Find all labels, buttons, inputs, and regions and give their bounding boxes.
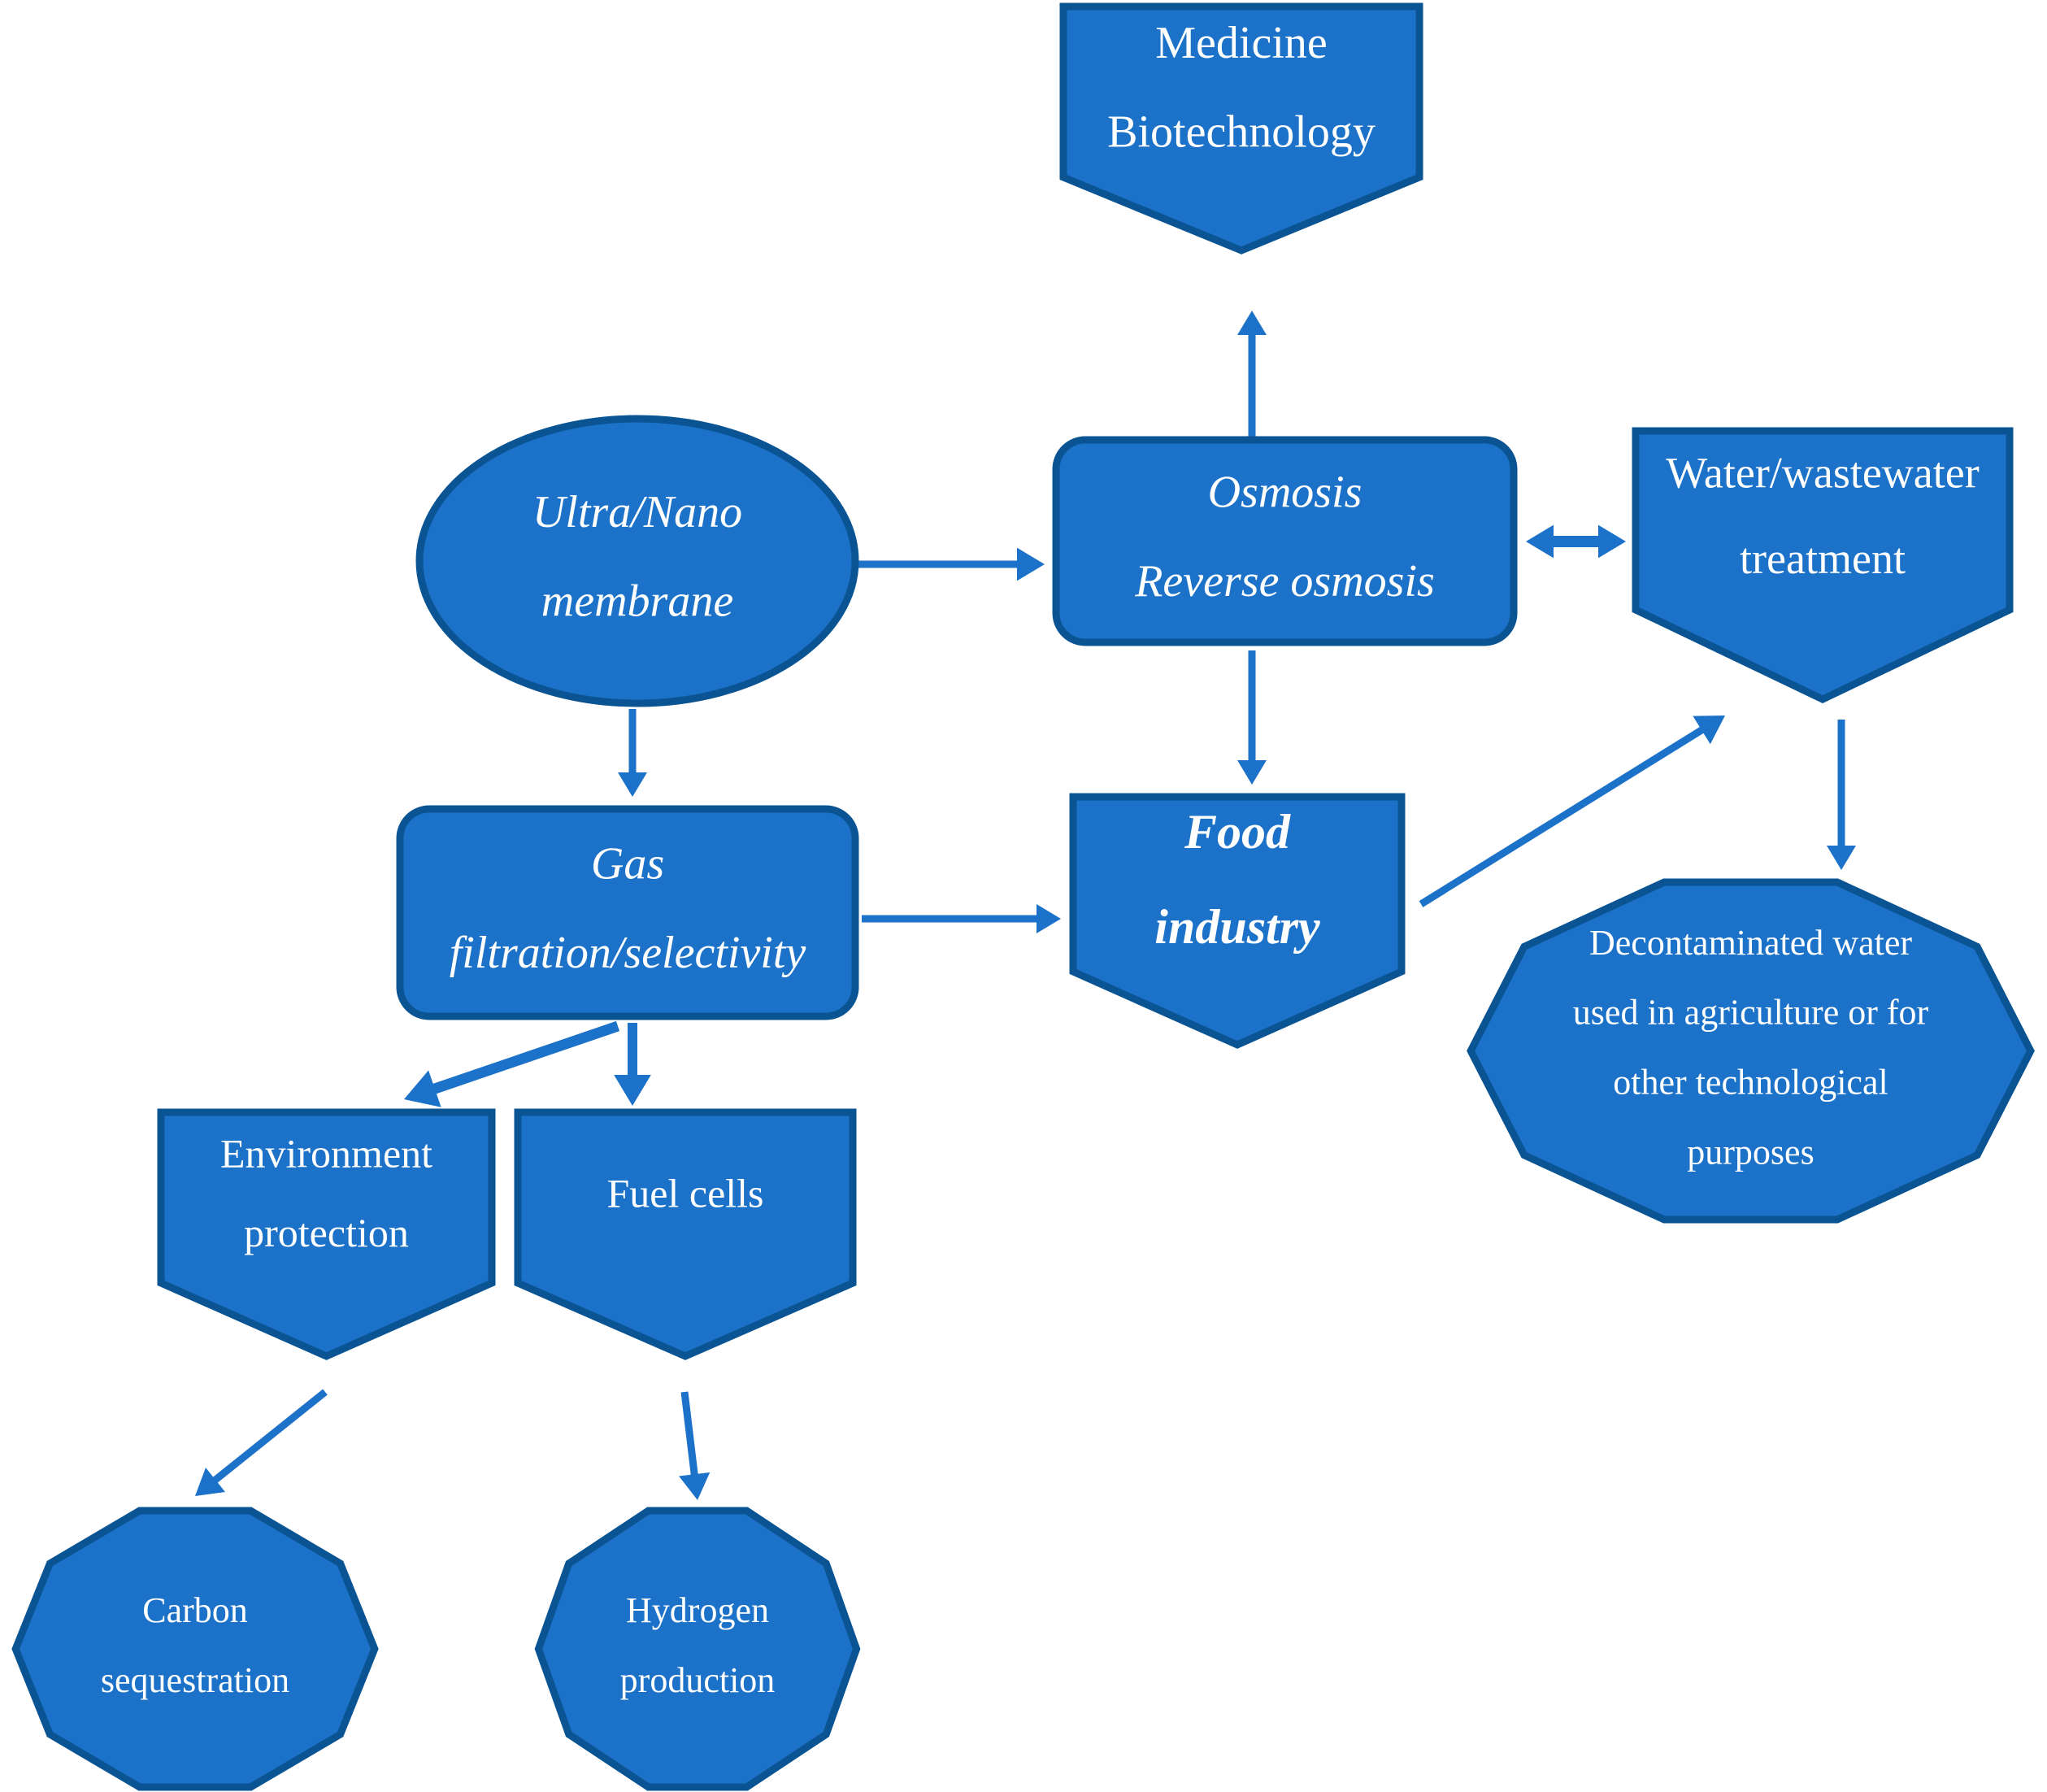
node-gas-filtration-selectivity[interactable]: Gas filtration/selectivity <box>396 805 859 1020</box>
edge-membrane-to-gas <box>618 709 647 797</box>
node-shape-pentagon-down <box>1069 793 1406 1049</box>
node-decontaminated-water[interactable]: Decontaminated water used in agriculture … <box>1467 878 2035 1224</box>
node-label-line: Ultra/Nano <box>532 487 742 537</box>
arrowhead-icon <box>1037 904 1061 933</box>
node-shape-pentagon-down <box>514 1108 857 1360</box>
edge-line <box>1419 725 1706 907</box>
edge-osmosis-to-medicine <box>1237 311 1267 440</box>
arrowhead-icon <box>404 1070 441 1107</box>
edges-layer <box>195 311 1856 1500</box>
node-label-line: Carbon <box>142 1590 248 1630</box>
node-label-line: Food <box>1184 805 1291 859</box>
edge-food-to-water-treatment <box>1419 715 1725 907</box>
node-shape-pentagon-down <box>157 1108 496 1360</box>
arrowhead-icon <box>679 1472 711 1500</box>
node-label-line: Water/wastewater <box>1666 449 1979 498</box>
edge-osmosis-to-food <box>1237 650 1267 785</box>
node-label-line: Medicine <box>1155 18 1327 68</box>
node-shape-rounded-rect <box>396 805 859 1020</box>
arrowhead-icon <box>618 772 647 797</box>
node-shape-decagon <box>11 1507 379 1791</box>
node-water-wastewater-treatment[interactable]: Water/wastewater treatment <box>1632 427 2014 703</box>
edge-line <box>680 1391 698 1477</box>
arrowhead-icon <box>1598 524 1626 559</box>
node-hydrogen-production[interactable]: Hydrogen production <box>534 1507 861 1791</box>
node-shape-decagon <box>534 1507 861 1791</box>
edge-osmosis-to-water-treatment <box>1526 524 1626 559</box>
edge-line <box>211 1389 328 1485</box>
arrowhead-icon <box>614 1075 651 1106</box>
edge-environment-to-carbon <box>195 1389 328 1496</box>
node-label-line: Biotechnology <box>1107 107 1376 157</box>
node-ultra-nano-membrane[interactable]: Ultra/Nano membrane <box>415 415 859 707</box>
node-fuel-cells[interactable]: Fuel cells <box>514 1108 857 1360</box>
arrowhead-icon <box>1237 760 1267 785</box>
edge-water-treatment-to-decontaminated <box>1827 720 1856 870</box>
node-label-line: Gas <box>591 839 664 889</box>
node-label-line: used in agriculture or for <box>1573 993 1929 1033</box>
node-label-line: Fuel cells <box>606 1170 763 1216</box>
arrowhead-icon <box>1237 311 1267 335</box>
arrowhead-icon <box>195 1468 225 1496</box>
node-label-line: production <box>620 1660 776 1700</box>
node-environment-protection[interactable]: Environment protection <box>157 1108 496 1360</box>
node-label-line: industry <box>1154 900 1320 954</box>
edge-line <box>430 1020 620 1095</box>
node-label-line: treatment <box>1740 534 1906 583</box>
node-label-line: Osmosis <box>1208 468 1362 518</box>
node-food-industry[interactable]: Food industry <box>1069 793 1406 1049</box>
node-label-line: Hydrogen <box>626 1590 769 1630</box>
node-shape-pentagon-down <box>1059 2 1423 254</box>
node-label-line: Environment <box>220 1131 432 1177</box>
edge-gas-to-food <box>862 904 1061 933</box>
arrowhead-icon <box>1017 547 1045 581</box>
node-label-line: Reverse osmosis <box>1134 556 1435 607</box>
edge-gas-to-fuel-cells <box>614 1023 651 1106</box>
edge-gas-to-environment <box>404 1020 620 1107</box>
node-shape-ellipse <box>415 415 859 707</box>
node-shape-pentagon-down <box>1632 427 2014 703</box>
node-label-line: Decontaminated water <box>1589 923 1912 963</box>
node-label-line: filtration/selectivity <box>450 928 806 978</box>
node-label-line: sequestration <box>101 1660 289 1700</box>
node-label-line: membrane <box>541 576 733 626</box>
node-label-line: protection <box>244 1210 409 1255</box>
node-shape-rounded-rect <box>1052 436 1518 646</box>
node-shape-decagon <box>1467 878 2035 1224</box>
node-label-line: purposes <box>1687 1132 1814 1172</box>
arrowhead-icon <box>1526 524 1554 559</box>
edge-membrane-to-osmosis <box>855 547 1045 581</box>
arrowhead-icon <box>1693 715 1725 745</box>
edge-fuel-cells-to-hydrogen <box>679 1391 711 1500</box>
arrowhead-icon <box>1827 846 1856 870</box>
node-label-line: other technological <box>1613 1062 1888 1102</box>
node-carbon-sequestration[interactable]: Carbon sequestration <box>11 1507 379 1791</box>
